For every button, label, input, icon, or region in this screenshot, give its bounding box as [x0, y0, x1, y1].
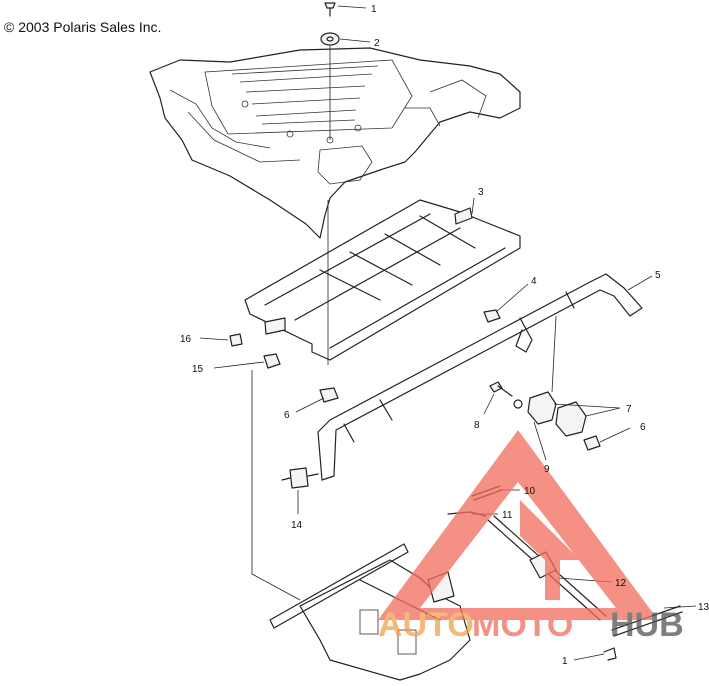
- callout-7: 7: [626, 404, 632, 415]
- watermark-text-hub: HUB: [610, 606, 684, 644]
- automotohub-watermark: AUTO MOTO HUB: [378, 430, 684, 644]
- callout-12: 12: [615, 578, 627, 589]
- callout-6-left: 6: [284, 410, 290, 421]
- callout-13: 13: [698, 602, 709, 613]
- screw-part-1-top: [324, 2, 336, 17]
- watermark-triangle-logo: [378, 430, 658, 620]
- callout-6-right: 6: [640, 422, 646, 433]
- callout-1-top: 1: [371, 4, 377, 15]
- bumper-tube-part-5: [317, 273, 643, 481]
- bolt-part-8: [489, 381, 523, 409]
- callout-16: 16: [180, 334, 192, 345]
- assembly-line-vertical: [327, 46, 331, 365]
- callout-11: 11: [502, 510, 513, 521]
- nut-part-15: [263, 353, 281, 369]
- callout-8: 8: [474, 420, 480, 431]
- callout-5: 5: [655, 270, 661, 281]
- callout-14: 14: [291, 520, 303, 531]
- retainer-part-2: [320, 32, 340, 46]
- rack-frame-part-3: [244, 199, 521, 361]
- callout-leaders: [199, 5, 697, 661]
- clamp-part-7: [527, 391, 587, 437]
- spring-part-14: [281, 467, 319, 489]
- watermark-text-auto: AUTO: [378, 606, 474, 644]
- nut-part-4: [483, 309, 501, 323]
- watermark-text-moto: MOTO: [472, 606, 573, 644]
- watermark-arrow-mark: [520, 500, 580, 600]
- nut-part-6-right: [583, 435, 601, 451]
- nut-part-6-left: [319, 387, 339, 403]
- callout-2: 2: [374, 38, 380, 49]
- copyright-notice: © 2003 Polaris Sales Inc.: [4, 19, 162, 35]
- bolt-part-16: [229, 333, 243, 347]
- assembly-line-left: [251, 370, 301, 601]
- callout-1-bottom: 1: [562, 656, 568, 667]
- callout-3: 3: [478, 187, 484, 198]
- callout-numbers: 1 2 3 4 5 16 15 6 7 6 8 9 10 11 14 12 13…: [180, 4, 709, 667]
- callout-9: 9: [544, 464, 550, 475]
- callout-4: 4: [531, 276, 537, 287]
- callout-10: 10: [524, 486, 536, 497]
- assembly-line-right: [551, 315, 557, 393]
- rear-fender-body: [149, 47, 521, 239]
- clip-part-1-bottom: [603, 647, 617, 661]
- callout-15: 15: [192, 364, 204, 375]
